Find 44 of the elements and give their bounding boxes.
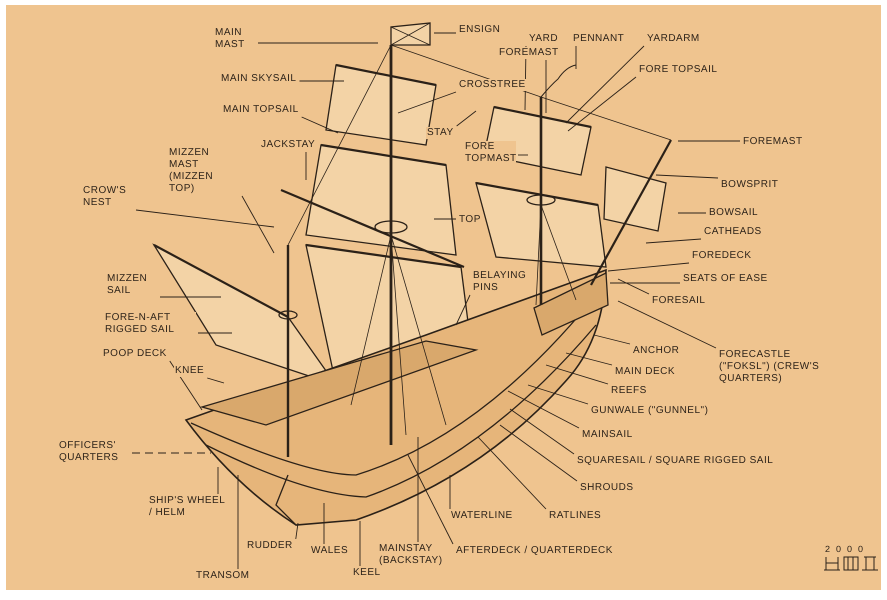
leader-line xyxy=(656,174,718,178)
leader-line xyxy=(646,238,702,244)
leader-line xyxy=(568,76,636,132)
leader-line xyxy=(299,80,344,82)
leader-line xyxy=(408,454,454,544)
leader-line xyxy=(456,294,470,326)
part-label: FORE TOPMAST xyxy=(464,141,516,165)
leader-line xyxy=(301,116,338,134)
leader-line xyxy=(198,332,232,334)
part-label: GUNWALE ("GUNNEL") xyxy=(590,405,710,417)
leader-line xyxy=(678,212,706,214)
leader-line xyxy=(136,210,274,228)
part-label: FOREMAST xyxy=(498,47,560,59)
leader-line xyxy=(566,352,612,366)
date-label: 2000 xyxy=(824,543,870,555)
leader-line xyxy=(132,452,212,454)
leader-line xyxy=(678,140,740,142)
leader-line xyxy=(434,218,456,220)
leader-line xyxy=(608,262,690,272)
leader-line xyxy=(295,522,298,540)
leader-line xyxy=(508,390,580,428)
leader-line xyxy=(518,154,528,156)
leader-line xyxy=(398,92,456,114)
part-label: KNEE xyxy=(174,365,206,377)
leader-line xyxy=(242,196,274,254)
leader-line xyxy=(510,408,574,454)
leader-line xyxy=(500,424,578,482)
part-label: SQUARESAIL / SQUARE RIGGED SAIL xyxy=(576,455,774,467)
leader-line xyxy=(160,296,222,298)
leader-line xyxy=(618,300,716,348)
part-label: CROSSTREE xyxy=(458,79,527,91)
part-label: STAY xyxy=(426,127,455,139)
leader-line xyxy=(618,278,650,294)
leader-line xyxy=(546,364,608,384)
leader-line xyxy=(206,378,224,384)
part-label: AFTERDECK / QUARTERDECK xyxy=(455,545,614,557)
leader-line xyxy=(434,32,456,34)
leader-line xyxy=(594,334,630,344)
leader-line xyxy=(528,384,588,404)
leader-line xyxy=(478,436,546,510)
leader-line xyxy=(456,110,476,126)
leader-line xyxy=(258,42,378,44)
leader-line xyxy=(566,46,644,124)
leader-line xyxy=(610,282,680,284)
